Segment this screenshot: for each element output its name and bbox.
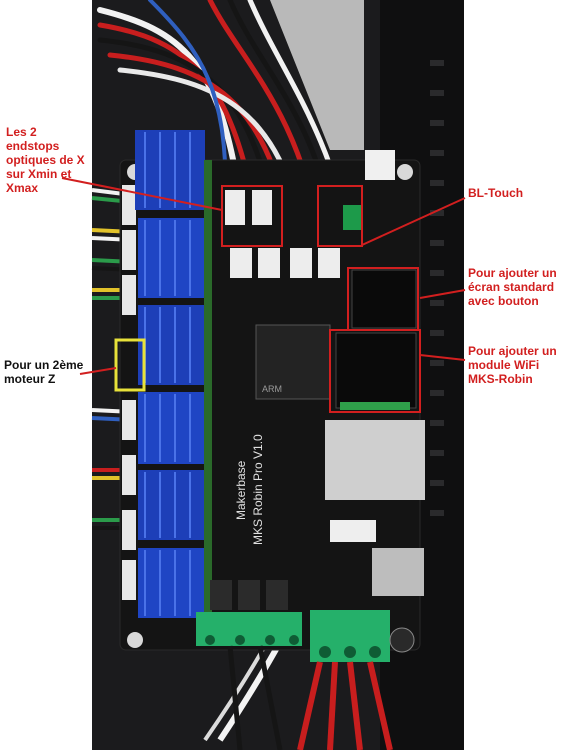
ribbon-cable [270,0,364,150]
highlight-boxes [221,185,421,413]
standard-screen-label: Pour ajouter un écran standard avec bout… [468,266,557,308]
white-connector-right [330,520,376,542]
stepper-heatsinks [135,130,205,618]
case-vents [430,60,444,516]
usb-port [372,548,424,596]
green-connector [343,205,361,230]
callout-lines [61,177,466,375]
wifi-module-label: Pour ajouter un module WiFi MKS-Robin [468,344,557,386]
model-silkscreen: MKS Robin Pro V1.0 [251,434,265,545]
endstop-connectors [225,190,340,278]
brand-silkscreen: Makerbase [234,460,248,520]
wifi-socket [335,332,417,409]
bl-touch-box [317,185,363,247]
power-wires [297,661,393,750]
bl-touch-label: BL-Touch [468,186,524,200]
exp-header [351,269,417,329]
chip-label: ARM [262,384,282,394]
driver-headers [204,160,212,620]
second-z-motor-label: Pour un 2ème moteur Z [4,358,84,386]
sd-card-slot [325,420,425,500]
heatsink-fins [144,132,191,616]
left-connectors [122,185,136,600]
bl-touch-connector [365,150,395,180]
capacitor [389,627,415,653]
mosfets [210,580,288,610]
z-motor-box [114,338,146,392]
x-endstops-label: Les 2 endstops optiques de X sur Xmin et… [6,125,85,195]
x-endstops-box [221,185,283,247]
wifi-box [329,329,421,413]
